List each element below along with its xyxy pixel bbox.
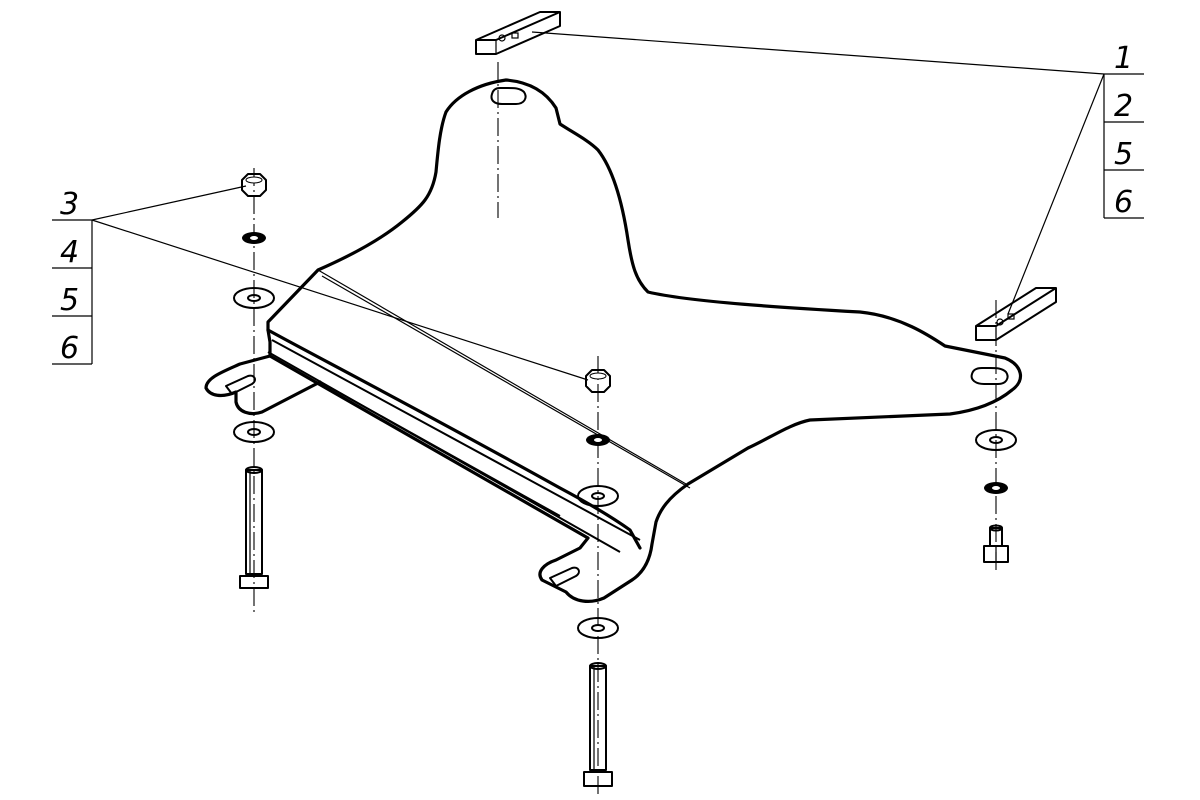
nut-left [241, 173, 267, 197]
flat-washer-right [975, 429, 1017, 451]
callout-table-left: 3 4 5 6 [52, 187, 93, 366]
flat-washer-left-lower [233, 421, 275, 443]
skid-plate [204, 78, 1023, 603]
lock-washer-center [586, 434, 610, 446]
center-fastener-stack [577, 369, 619, 787]
bolt-center [583, 662, 613, 787]
lock-washer-right [984, 482, 1008, 494]
center-lines [253, 62, 997, 794]
short-bolt-right [983, 524, 1009, 563]
flat-washer-center-upper [577, 485, 619, 507]
right-fastener-stack [975, 429, 1017, 563]
callout-left-3: 5 [60, 283, 79, 318]
rectangular-plate-top [475, 11, 561, 55]
callout-right-1: 1 [1114, 41, 1133, 76]
lock-washer-left [242, 232, 266, 244]
callout-right-2: 2 [1114, 89, 1133, 124]
callout-right-4: 6 [1114, 185, 1133, 220]
rectangular-plate-right [975, 287, 1057, 341]
nut-center [585, 369, 611, 393]
flat-washer-left-upper [233, 287, 275, 309]
callout-left-1: 3 [60, 187, 79, 222]
left-fastener-stack [233, 173, 275, 589]
callout-right-3: 5 [1114, 137, 1133, 172]
callout-left-4: 6 [60, 331, 79, 366]
flat-washer-center-lower [577, 617, 619, 639]
bolt-left [239, 466, 269, 589]
leader-lines [91, 31, 1105, 381]
callout-table-right: 1 2 5 6 [1103, 41, 1144, 220]
callout-left-2: 4 [60, 235, 79, 270]
